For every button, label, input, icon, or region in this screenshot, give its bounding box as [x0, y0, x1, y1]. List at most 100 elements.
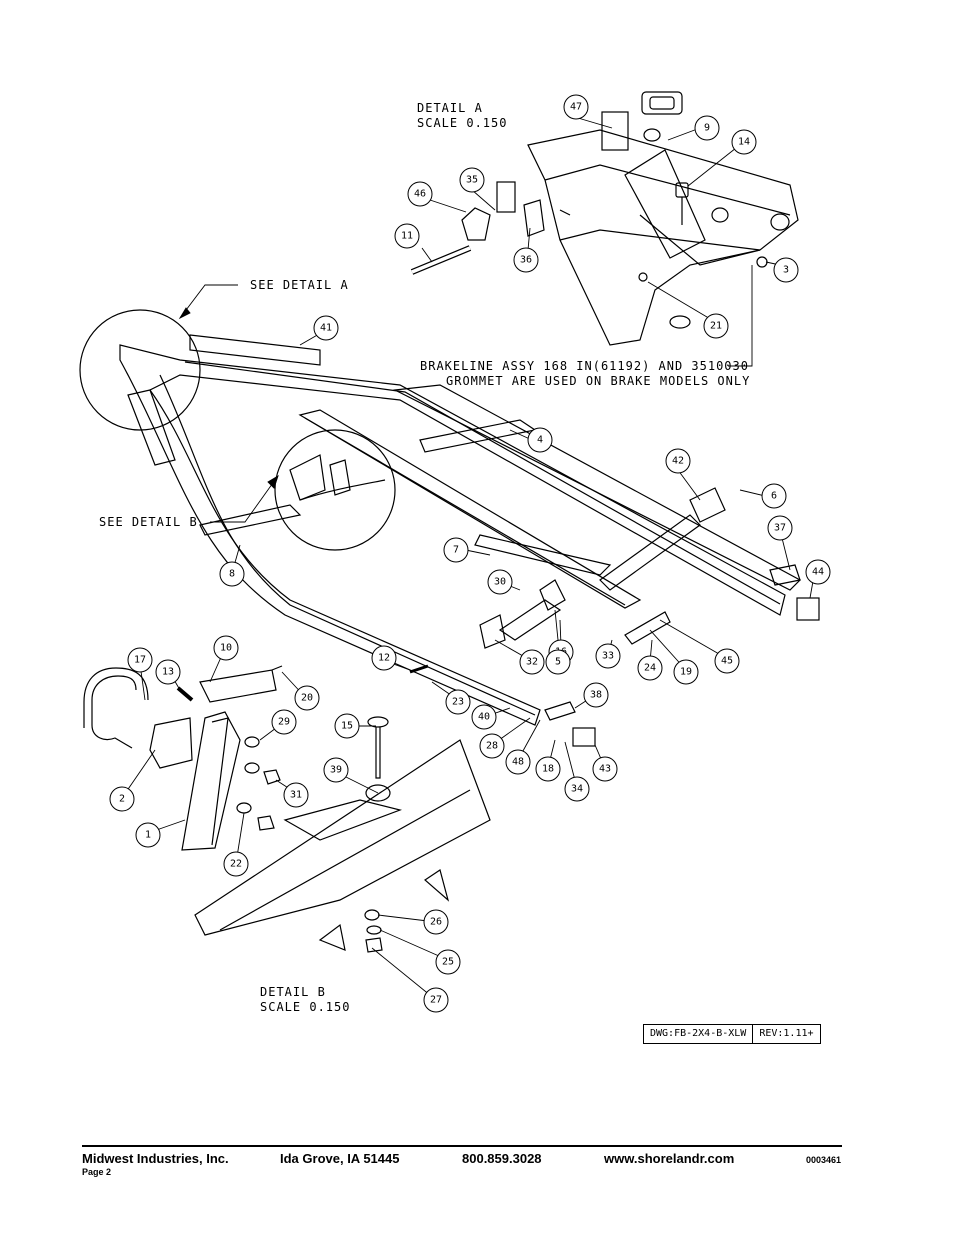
- callout-9: 9: [694, 115, 720, 141]
- callout-38: 38: [583, 682, 609, 708]
- callout-27: 27: [423, 987, 449, 1013]
- callout-33: 33: [595, 643, 621, 669]
- detail-b-drawing: [83, 664, 491, 953]
- callout-21: 21: [703, 313, 729, 339]
- callout-circle: [564, 776, 590, 802]
- callout-label: 10: [220, 643, 232, 654]
- callout-label: 1: [145, 830, 151, 841]
- callout-circle: [155, 659, 181, 685]
- callout-label: 13: [162, 667, 174, 678]
- callout-label: 20: [301, 693, 313, 704]
- callout-label: 42: [672, 456, 684, 467]
- callout-7: 7: [443, 537, 469, 563]
- callout-46: 46: [407, 181, 433, 207]
- callout-3: 3: [773, 257, 799, 283]
- callout-32: 32: [519, 649, 545, 675]
- callout-label: 14: [738, 137, 750, 148]
- callout-17: 17: [127, 647, 153, 673]
- callout-label: 19: [680, 667, 692, 678]
- callout-circle: [513, 247, 539, 273]
- callout-circle: [773, 257, 799, 283]
- callout-26: 26: [423, 909, 449, 935]
- callout-40: 40: [471, 704, 497, 730]
- callout-circle: [583, 682, 609, 708]
- callout-47: 47: [563, 94, 589, 120]
- callout-label: 4: [537, 435, 543, 446]
- callout-circle: [479, 733, 505, 759]
- callout-label: 32: [526, 657, 538, 668]
- callout-2: 2: [109, 786, 135, 812]
- callout-circle: [545, 649, 571, 675]
- callout-35: 35: [459, 167, 485, 193]
- callout-circle: [694, 115, 720, 141]
- callout-43: 43: [592, 756, 618, 782]
- callout-circle: [313, 315, 339, 341]
- detail-b-scale: SCALE 0.150: [260, 1000, 350, 1014]
- callout-circle: [407, 181, 433, 207]
- callout-circle: [487, 569, 513, 595]
- callout-circle: [805, 559, 831, 585]
- callout-28: 28: [479, 733, 505, 759]
- callout-circle: [731, 129, 757, 155]
- callout-label: 9: [704, 123, 710, 134]
- callout-circle: [471, 704, 497, 730]
- callout-circle: [394, 223, 420, 249]
- callout-45: 45: [714, 648, 740, 674]
- callout-circle: [294, 685, 320, 711]
- document-code: 0003461: [806, 1155, 842, 1165]
- callout-label: 18: [542, 764, 554, 775]
- company-city: Ida Grove, IA 51445: [280, 1151, 400, 1166]
- callout-label: 23: [452, 697, 464, 708]
- callout-label: 41: [320, 323, 332, 334]
- brakeline-note-line2: GROMMET ARE USED ON BRAKE MODELS ONLY: [446, 374, 750, 388]
- callout-circle: [371, 645, 397, 671]
- callout-circle: [283, 782, 309, 808]
- callout-label: 24: [644, 663, 656, 674]
- callout-bubbles: 4791435461136321414426374473032165332419…: [109, 94, 831, 1013]
- callout-circle: [323, 757, 349, 783]
- detail-b-title: DETAIL B: [260, 985, 326, 999]
- callout-label: 22: [230, 859, 242, 870]
- callout-circle: [459, 167, 485, 193]
- callout-circle: [443, 537, 469, 563]
- callout-14: 14: [731, 129, 757, 155]
- callout-label: 7: [453, 545, 459, 556]
- callout-circle: [109, 786, 135, 812]
- callout-36: 36: [513, 247, 539, 273]
- callout-label: 38: [590, 690, 602, 701]
- callout-label: 34: [571, 784, 583, 795]
- callout-37: 37: [767, 515, 793, 541]
- brakeline-note-line1: BRAKELINE ASSY 168 IN(61192) AND 3510030: [420, 359, 749, 373]
- callout-11: 11: [394, 223, 420, 249]
- callout-6: 6: [761, 483, 787, 509]
- callout-18: 18: [535, 756, 561, 782]
- see-detail-a-label: SEE DETAIL A: [250, 278, 349, 292]
- callout-48: 48: [505, 749, 531, 775]
- callout-label: 26: [430, 917, 442, 928]
- frame-drawing: [79, 309, 820, 747]
- callout-31: 31: [283, 782, 309, 808]
- callout-20: 20: [294, 685, 320, 711]
- callout-12: 12: [371, 645, 397, 671]
- callout-circle: [423, 909, 449, 935]
- callout-circle: [563, 94, 589, 120]
- callout-19: 19: [673, 659, 699, 685]
- callout-circle: [761, 483, 787, 509]
- callout-29: 29: [271, 709, 297, 735]
- callout-circle: [595, 643, 621, 669]
- callout-label: 37: [774, 523, 786, 534]
- callout-circle: [703, 313, 729, 339]
- revision-number: REV:1.11+: [752, 1025, 819, 1043]
- callout-label: 40: [478, 712, 490, 723]
- detail-a-title: DETAIL A: [417, 101, 483, 115]
- callout-circle: [219, 561, 245, 587]
- callout-39: 39: [323, 757, 349, 783]
- callout-label: 29: [278, 717, 290, 728]
- callout-circle: [592, 756, 618, 782]
- callout-circle: [213, 635, 239, 661]
- callout-42: 42: [665, 448, 691, 474]
- company-phone: 800.859.3028: [462, 1151, 542, 1166]
- callout-label: 3: [783, 265, 789, 276]
- callout-8: 8: [219, 561, 245, 587]
